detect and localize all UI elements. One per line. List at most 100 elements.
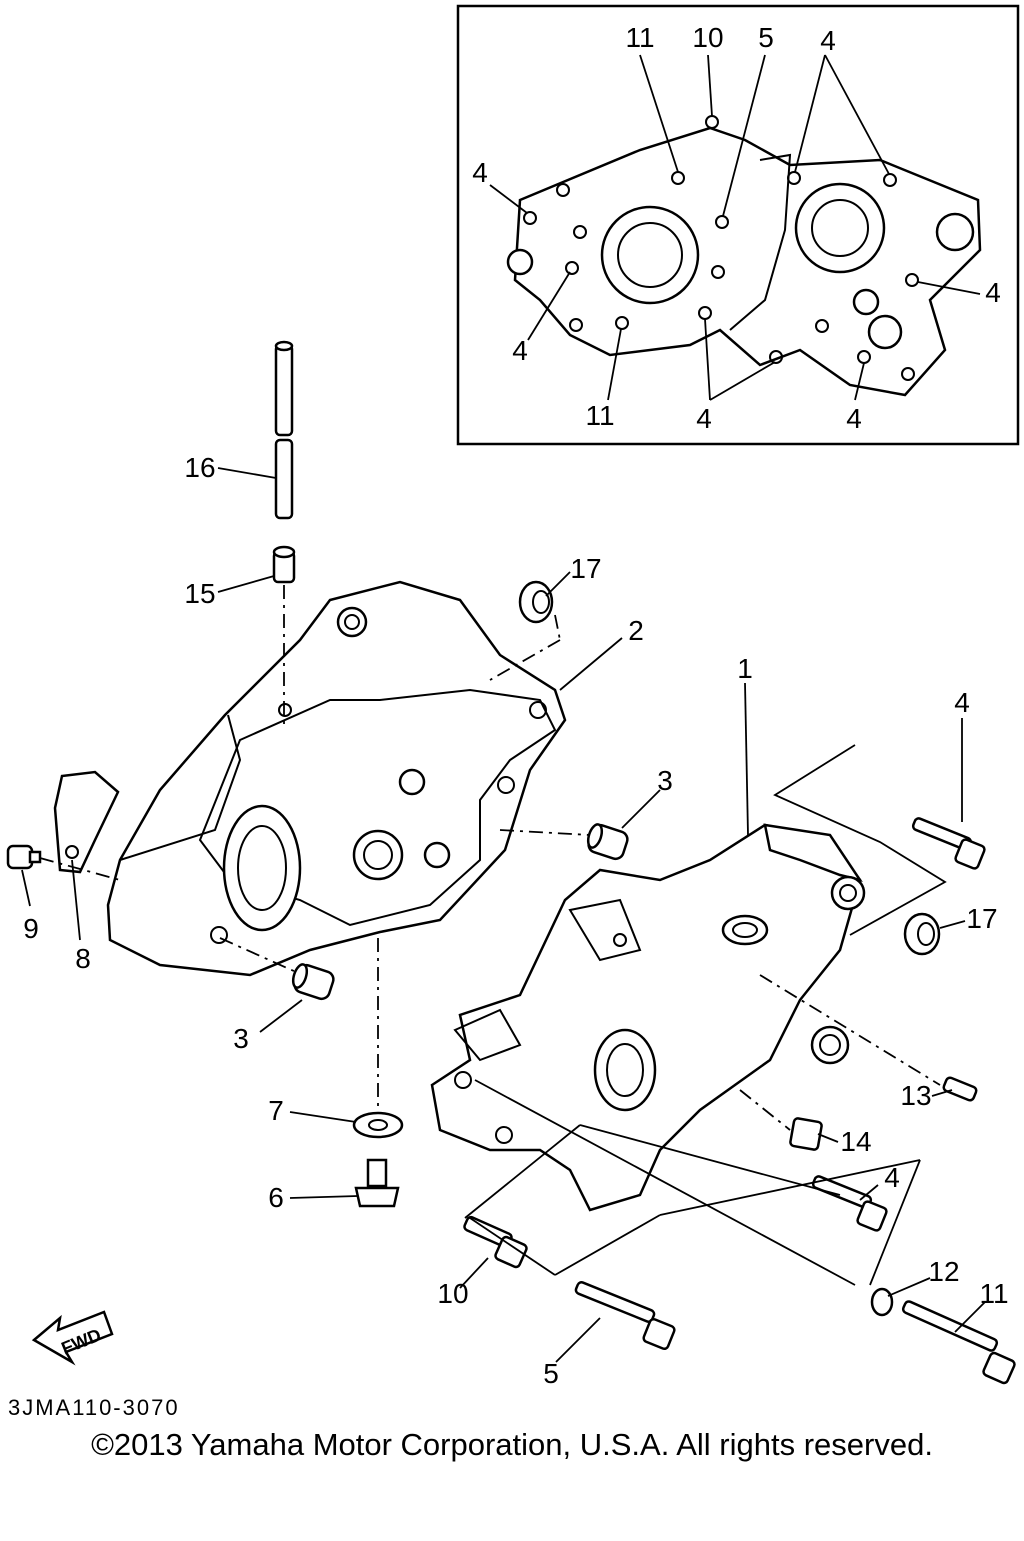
callout-15: 15 bbox=[184, 578, 215, 609]
callout-16: 16 bbox=[184, 452, 215, 483]
part-11-bolt bbox=[901, 1300, 1016, 1385]
right-crankcase-body bbox=[430, 823, 862, 1212]
main-leaders bbox=[21, 467, 986, 1363]
callout-12: 12 bbox=[928, 1256, 959, 1287]
part-5-bolt bbox=[574, 1281, 676, 1351]
part-8-bracket bbox=[53, 770, 120, 874]
part-17-seal-right bbox=[903, 912, 941, 956]
right-lower-tab bbox=[453, 1008, 522, 1062]
left-shaft-bearing bbox=[352, 829, 404, 881]
callout-10: 10 bbox=[437, 1278, 468, 1309]
inset-bearing-left-inner bbox=[617, 222, 683, 288]
inset-boss-left bbox=[506, 248, 534, 276]
callout-2: 2 bbox=[628, 615, 644, 646]
right-crank-bearing bbox=[593, 1028, 657, 1112]
left-boss-top bbox=[336, 606, 368, 638]
left-hole-3 bbox=[210, 926, 228, 944]
left-shaft-bearing-inner bbox=[363, 840, 393, 870]
right-crankcase-fin bbox=[763, 823, 863, 882]
callout-5: 5 bbox=[543, 1358, 559, 1389]
inset-frame bbox=[456, 4, 1020, 446]
right-crankcase bbox=[430, 823, 866, 1212]
part-6-drain-bolt bbox=[354, 1158, 400, 1208]
left-hole-2 bbox=[497, 776, 515, 794]
part-15-fitting bbox=[272, 545, 296, 584]
callout-3-lower: 3 bbox=[233, 1023, 249, 1054]
left-crankcase bbox=[106, 580, 567, 977]
right-hole-2 bbox=[454, 1071, 472, 1089]
right-side-port bbox=[810, 1025, 850, 1065]
inset-boss bbox=[935, 212, 975, 252]
callout-9: 9 bbox=[23, 913, 39, 944]
part-12-washer bbox=[870, 1287, 894, 1317]
inset-callout-11-top: 11 bbox=[625, 22, 654, 53]
inset-callout-4-bottomright: 4 bbox=[846, 403, 862, 434]
inset-detail: 11 10 5 4 4 4 4 11 4 4 bbox=[456, 4, 1020, 446]
inset-crankcase bbox=[513, 126, 982, 397]
part-3-dowel-lower bbox=[291, 963, 335, 1001]
part-10-bolt bbox=[463, 1215, 528, 1269]
inset-boss-mid bbox=[852, 288, 880, 316]
drawing-code: 3JMA110-3070 bbox=[8, 1395, 180, 1420]
callout-8: 8 bbox=[75, 943, 91, 974]
part-14-block bbox=[789, 1117, 823, 1151]
right-upper-boss bbox=[830, 875, 866, 911]
left-boss-2 bbox=[398, 768, 426, 796]
right-side-port-inner bbox=[819, 1034, 841, 1056]
inset-callout-4-left: 4 bbox=[472, 157, 488, 188]
part-7-washer bbox=[352, 1111, 404, 1139]
inset-bearing-right-inner bbox=[811, 199, 869, 257]
part-3-dowel-upper bbox=[586, 823, 629, 861]
copyright-text: ©2013 Yamaha Motor Corporation, U.S.A. A… bbox=[91, 1427, 933, 1462]
right-top-port-inner bbox=[732, 922, 758, 938]
inset-callout-4-bottom: 4 bbox=[696, 403, 712, 434]
callout-7: 7 bbox=[268, 1095, 284, 1126]
part-9-plug bbox=[6, 844, 42, 870]
inset-callout-4-lowleft: 4 bbox=[512, 335, 528, 366]
callout-4-top: 4 bbox=[954, 687, 970, 718]
inset-bolt-holes bbox=[523, 115, 919, 381]
right-top-port bbox=[721, 914, 769, 946]
callout-13: 13 bbox=[900, 1080, 931, 1111]
fwd-arrow-icon: FWD bbox=[31, 1310, 114, 1366]
inset-callout-10: 10 bbox=[692, 22, 723, 53]
left-crankcase-body bbox=[106, 580, 567, 977]
callout-17-right: 17 bbox=[966, 903, 997, 934]
part-4-bolt-top bbox=[911, 817, 986, 870]
callout-1: 1 bbox=[737, 653, 753, 684]
left-boss-top-inner bbox=[344, 614, 360, 630]
callout-4-lower: 4 bbox=[884, 1162, 900, 1193]
inset-callout-4-top: 4 bbox=[820, 25, 836, 56]
left-crank-bearing-inner bbox=[237, 825, 287, 911]
left-crank-web bbox=[119, 714, 242, 861]
left-hole-1 bbox=[529, 701, 547, 719]
assembly-lines bbox=[39, 585, 947, 1286]
inset-bearing-right bbox=[794, 182, 886, 274]
inset-callout-11-bottom: 11 bbox=[585, 400, 614, 431]
inset-callout-5: 5 bbox=[758, 22, 774, 53]
callout-11: 11 bbox=[979, 1278, 1008, 1309]
inset-callout-4-right: 4 bbox=[985, 277, 1001, 308]
part-13-clip bbox=[942, 1076, 978, 1102]
inset-bearing-left bbox=[600, 205, 700, 305]
callout-17-top: 17 bbox=[570, 553, 601, 584]
callout-14: 14 bbox=[840, 1126, 871, 1157]
inset-leaders bbox=[489, 54, 981, 401]
right-hole-3 bbox=[613, 933, 627, 947]
left-hole-4 bbox=[278, 703, 292, 717]
inset-boss-low bbox=[867, 314, 903, 350]
left-boss-1 bbox=[423, 841, 451, 869]
part-17-seal-upper bbox=[518, 580, 554, 624]
left-crank-bearing bbox=[222, 804, 302, 932]
callout-3-upper: 3 bbox=[657, 765, 673, 796]
inset-web bbox=[729, 153, 792, 331]
part-16-pipe bbox=[274, 340, 294, 520]
right-upper-boss-inner bbox=[839, 884, 857, 902]
right-crank-bearing-inner bbox=[606, 1043, 644, 1097]
part-4-bolt-lower bbox=[811, 1175, 888, 1232]
callout-6: 6 bbox=[268, 1182, 284, 1213]
right-hole-1 bbox=[495, 1126, 513, 1144]
right-mount-tab bbox=[568, 898, 642, 962]
